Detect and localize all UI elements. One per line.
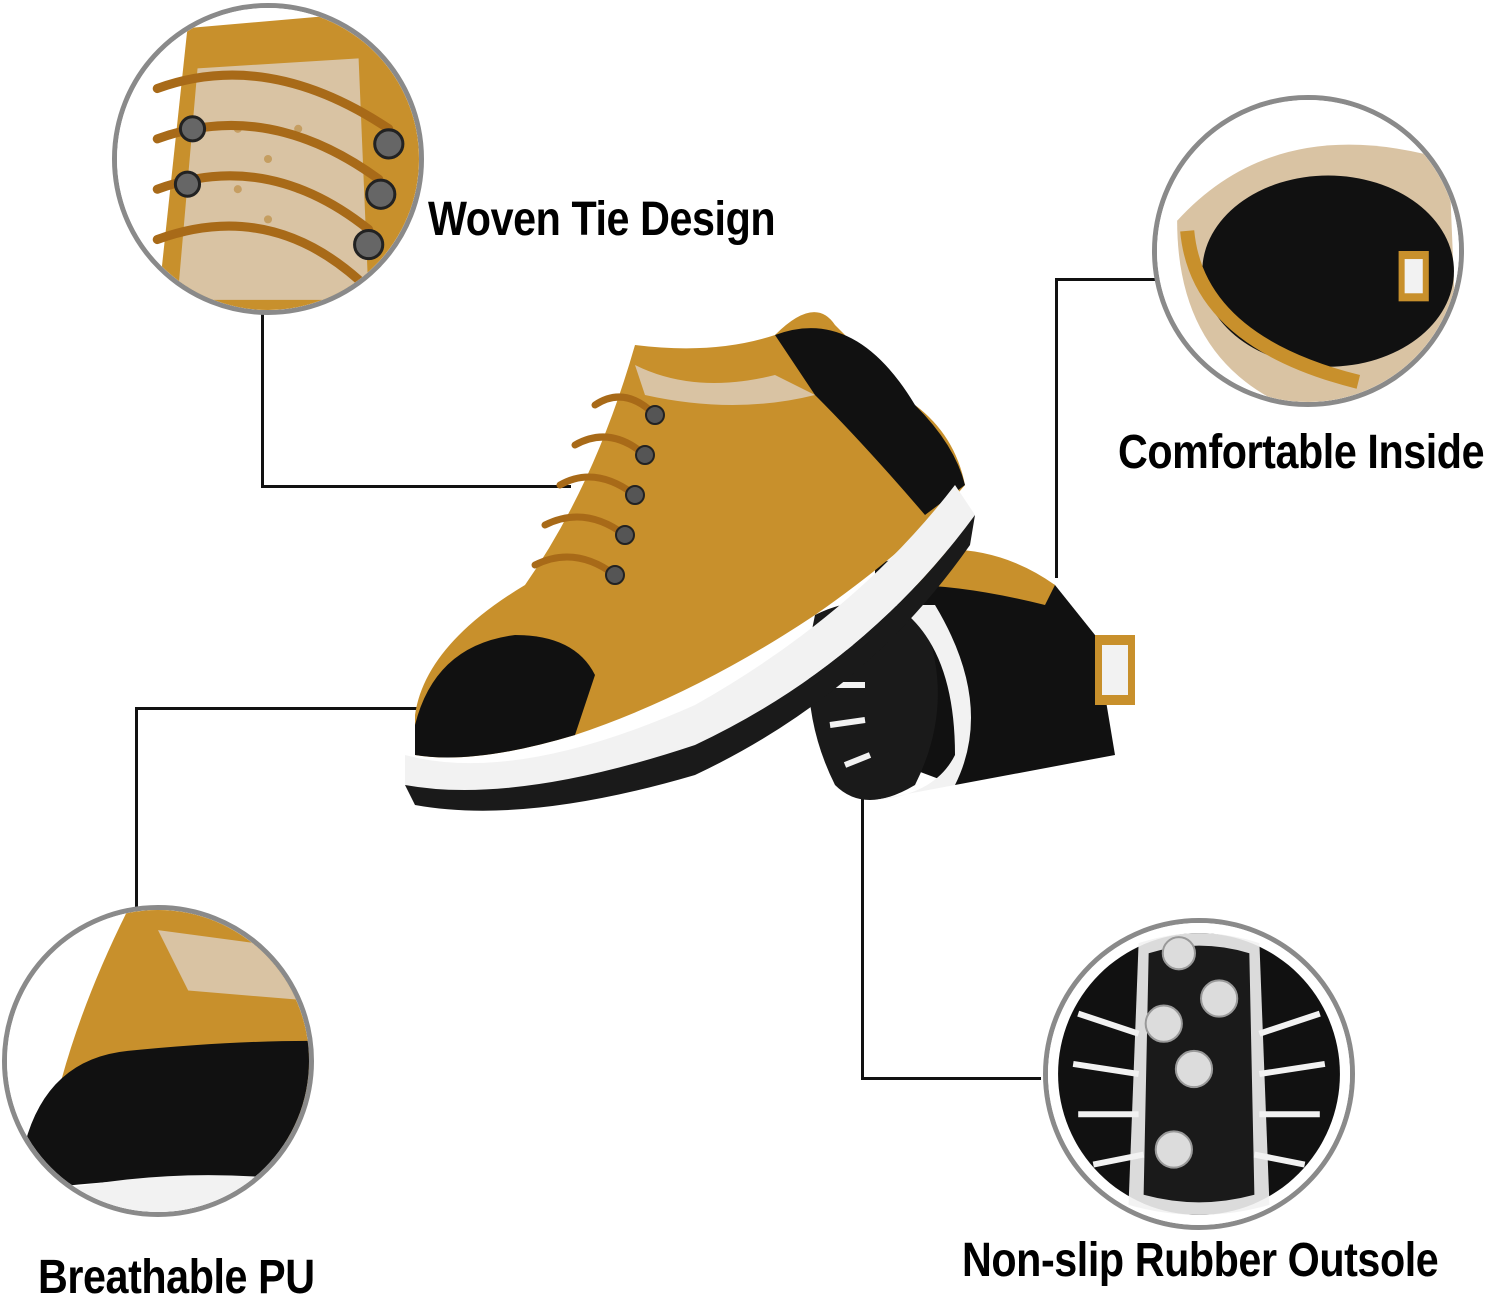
laces-closeup-icon [112,3,424,315]
comfortable-inside-label: Comfortable Inside [1118,426,1485,479]
shoe-pair-image [405,312,1135,811]
outsole-tread-icon [1043,918,1355,1230]
connector-outsole-vertical [861,790,864,1080]
insole-closeup-icon [1152,95,1464,407]
toe-cap-closeup-icon [2,905,314,1217]
rear-shoe [808,549,1135,800]
outsole-label: Non-slip Rubber Outsole [962,1234,1439,1287]
woven-tie-label: Woven Tie Design [428,193,776,246]
connector-breathable-vertical [135,707,138,907]
connector-outsole-horizontal [861,1077,1041,1080]
connector-woven-vertical [261,312,264,488]
connector-comfort-horizontal [1055,278,1160,281]
connector-comfort-vertical [1055,278,1058,578]
breathable-pu-label: Breathable PU [38,1251,315,1304]
connector-woven-horizontal [261,485,571,488]
front-shoe [405,312,975,811]
connector-breathable-horizontal [135,707,425,710]
